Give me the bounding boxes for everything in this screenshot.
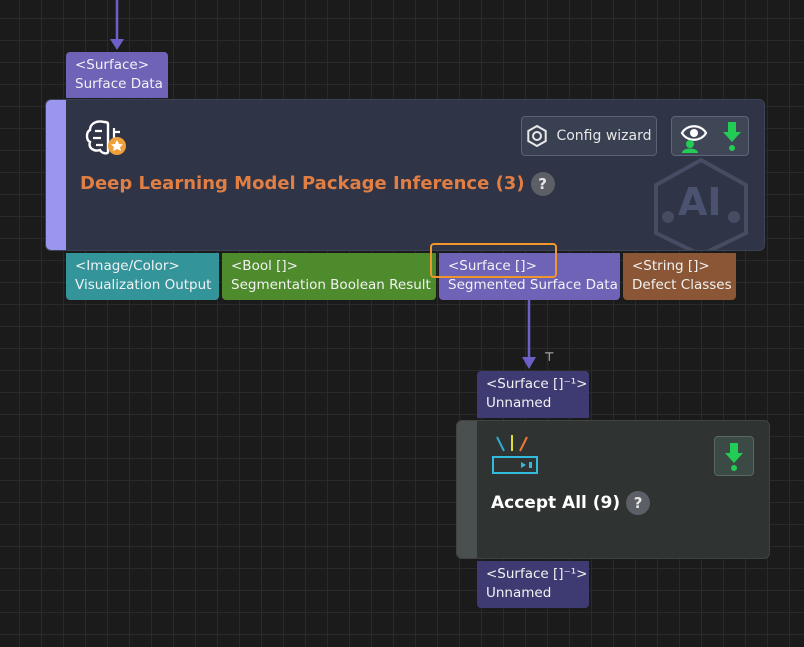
accept-all-node[interactable]: Accept All (9)?	[456, 420, 770, 559]
port-name: Unnamed	[486, 585, 552, 601]
port-type: <Surface []⁻¹>	[486, 376, 588, 392]
port-type: <Surface>	[75, 57, 150, 73]
port-name: Surface Data	[75, 76, 163, 92]
port-name: Defect Classes	[632, 277, 732, 293]
node-title-text: Deep Learning Model Package Inference (3…	[80, 173, 525, 194]
accept-all-output-port[interactable]: <Surface []⁻¹> Unnamed	[477, 561, 589, 608]
download-button[interactable]	[714, 436, 754, 476]
selected-port-highlight	[430, 243, 557, 278]
node-title-text: Accept All (9)	[491, 493, 621, 513]
accept-all-input-port[interactable]: <Surface []⁻¹> Unnamed	[477, 371, 589, 418]
node-accent-bar	[46, 100, 66, 250]
download-icon[interactable]	[721, 119, 743, 153]
port-type: <Surface []⁻¹>	[486, 566, 588, 582]
port-type: <Image/Color>	[75, 258, 180, 274]
node-toolbar-group	[671, 116, 749, 156]
help-button[interactable]: ?	[530, 172, 555, 196]
filter-icon	[492, 435, 538, 474]
visibility-icon[interactable]	[677, 119, 711, 153]
help-button[interactable]: ?	[626, 491, 651, 515]
ai-watermark-icon	[654, 157, 748, 250]
port-name: Unnamed	[486, 395, 552, 411]
gear-icon	[527, 125, 548, 147]
node-title: Accept All (9)?	[491, 491, 651, 515]
port-name: Visualization Output	[75, 277, 212, 293]
config-wizard-label: Config wizard	[556, 128, 652, 144]
port-type: <Bool []>	[231, 258, 298, 274]
ai-watermark-text: AI	[678, 180, 722, 224]
inference-input-port[interactable]: <Surface> Surface Data	[66, 52, 168, 98]
inference-node[interactable]: AI Deep Learning Model Package Inference…	[45, 99, 765, 251]
output-port-defect-classes[interactable]: <String []> Defect Classes	[623, 253, 736, 300]
download-icon	[725, 443, 743, 471]
output-port-visualization[interactable]: <Image/Color> Visualization Output	[66, 253, 219, 300]
port-type: <Surface []>	[448, 258, 537, 274]
output-port-segmentation-bool[interactable]: <Bool []> Segmentation Boolean Result	[222, 253, 436, 300]
connector-marker: ⊤	[544, 350, 555, 364]
port-name: Segmented Surface Data	[448, 277, 618, 293]
node-title: Deep Learning Model Package Inference (3…	[80, 172, 555, 196]
brain-icon	[85, 120, 126, 155]
port-type: <String []>	[632, 258, 710, 274]
port-name: Segmentation Boolean Result	[231, 277, 431, 293]
node-accent-bar	[457, 421, 477, 558]
config-wizard-button[interactable]: Config wizard	[521, 116, 657, 156]
